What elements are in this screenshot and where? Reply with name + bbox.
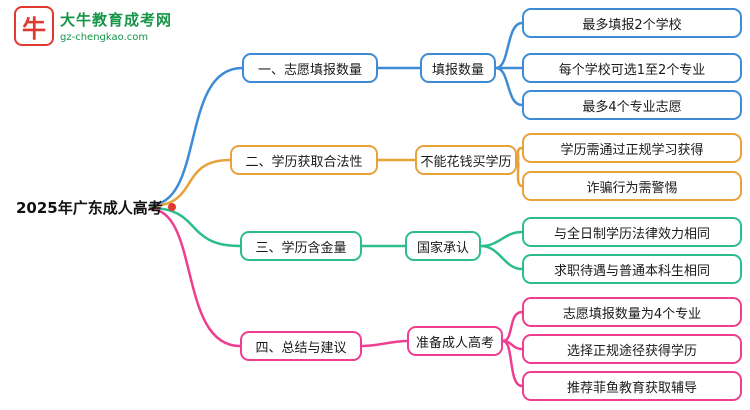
- branch1-leaf-3: 最多4个专业志愿: [522, 90, 742, 120]
- root-label: 2025年广东成人高考: [16, 198, 163, 217]
- branch1-mid-node: 填报数量: [420, 53, 496, 83]
- branch1-node: 一、志愿填报数量: [242, 53, 378, 83]
- branch2-leaf-1: 学历需通过正规学习获得: [522, 133, 742, 163]
- branch3-leaf-2: 求职待遇与普通本科生相同: [522, 254, 742, 284]
- root-node: 2025年广东成人高考: [16, 196, 176, 218]
- logo-title: 大牛教育成考网: [60, 11, 173, 29]
- branch1-leaf-2: 每个学校可选1至2个专业: [522, 53, 742, 83]
- branch1-leaf-1: 最多填报2个学校: [522, 8, 742, 38]
- connector-root-branch1: [148, 66, 244, 207]
- branch4-node: 四、总结与建议: [240, 331, 362, 361]
- connector-branch3-leaf2: [479, 244, 524, 271]
- connector-branch4-leaf3: [501, 339, 524, 388]
- branch4-mid-node: 准备成人高考: [407, 326, 503, 356]
- connector-branch3-leaf1: [479, 230, 524, 248]
- branch3-node: 三、学历含金量: [240, 231, 362, 261]
- branch2-node: 二、学历获取合法性: [230, 145, 378, 175]
- branch3-leaf-1: 与全日制学历法律效力相同: [522, 217, 742, 247]
- branch4-leaf-1: 志愿填报数量为4个专业: [522, 297, 742, 327]
- root-dot: [167, 203, 176, 211]
- connector-root-branch3: [148, 206, 242, 248]
- connector-branch4-leaf1: [501, 310, 524, 343]
- connector-branch1-leaf3: [494, 66, 524, 107]
- site-logo: 牛 大牛教育成考网 gz-chengkao.com: [14, 6, 172, 46]
- connector-branch4-mid: [360, 339, 409, 348]
- branch2-leaf-2: 诈骗行为需警惕: [522, 171, 742, 201]
- connector-root-branch2: [148, 158, 232, 208]
- connector-branch2-leaf2: [515, 158, 524, 188]
- branch3-mid-node: 国家承认: [405, 231, 481, 261]
- connector-branch1-leaf1: [494, 21, 524, 70]
- connector-root-branch4: [148, 207, 242, 348]
- logo-subtitle: gz-chengkao.com: [60, 32, 149, 43]
- branch4-leaf-3: 推荐菲鱼教育获取辅导: [522, 371, 742, 401]
- branch4-leaf-2: 选择正规途径获得学历: [522, 334, 742, 364]
- logo-bull-icon: 牛: [14, 6, 54, 46]
- branch2-mid-node: 不能花钱买学历: [415, 145, 517, 175]
